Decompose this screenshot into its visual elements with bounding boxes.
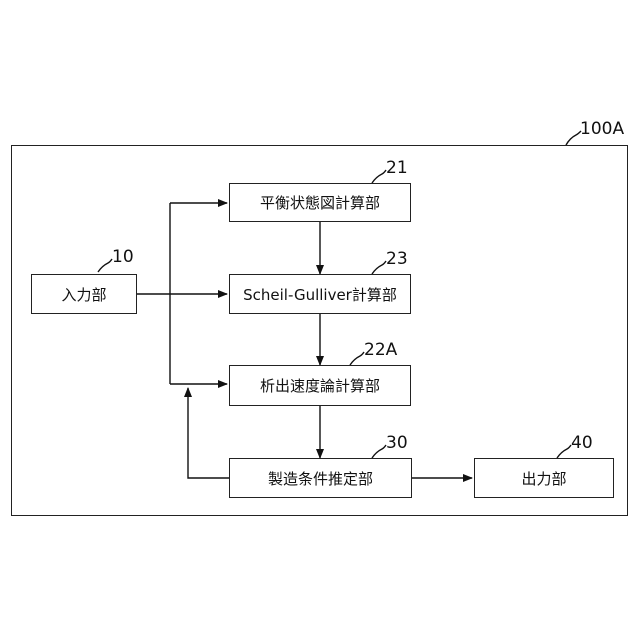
block-precip-label: 析出速度論計算部 bbox=[260, 375, 380, 396]
block-output: 出力部 bbox=[474, 458, 614, 498]
block-manufacturing-condition-estimator: 製造条件推定部 bbox=[229, 458, 412, 498]
ref-23: 23 bbox=[386, 251, 408, 268]
ref-10: 10 bbox=[112, 249, 134, 266]
block-scheil-gulliver-calc: Scheil-Gulliver計算部 bbox=[229, 274, 411, 314]
block-output-label: 出力部 bbox=[521, 468, 566, 489]
ref-100A: 100A bbox=[580, 121, 624, 138]
ref-30: 30 bbox=[386, 435, 408, 452]
ref-21: 21 bbox=[386, 160, 408, 177]
block-scheil-label: Scheil-Gulliver計算部 bbox=[243, 284, 397, 305]
ref-40: 40 bbox=[571, 435, 593, 452]
ref-22A: 22A bbox=[364, 342, 397, 359]
block-estimate-label: 製造条件推定部 bbox=[268, 468, 373, 489]
block-equilibrium-label: 平衡状態図計算部 bbox=[260, 192, 380, 213]
leader-100A bbox=[566, 131, 581, 145]
block-equilibrium-diagram-calc: 平衡状態図計算部 bbox=[229, 183, 411, 222]
block-precipitation-kinetics-calc: 析出速度論計算部 bbox=[229, 365, 411, 406]
block-input: 入力部 bbox=[31, 274, 137, 314]
block-input-label: 入力部 bbox=[61, 284, 106, 305]
